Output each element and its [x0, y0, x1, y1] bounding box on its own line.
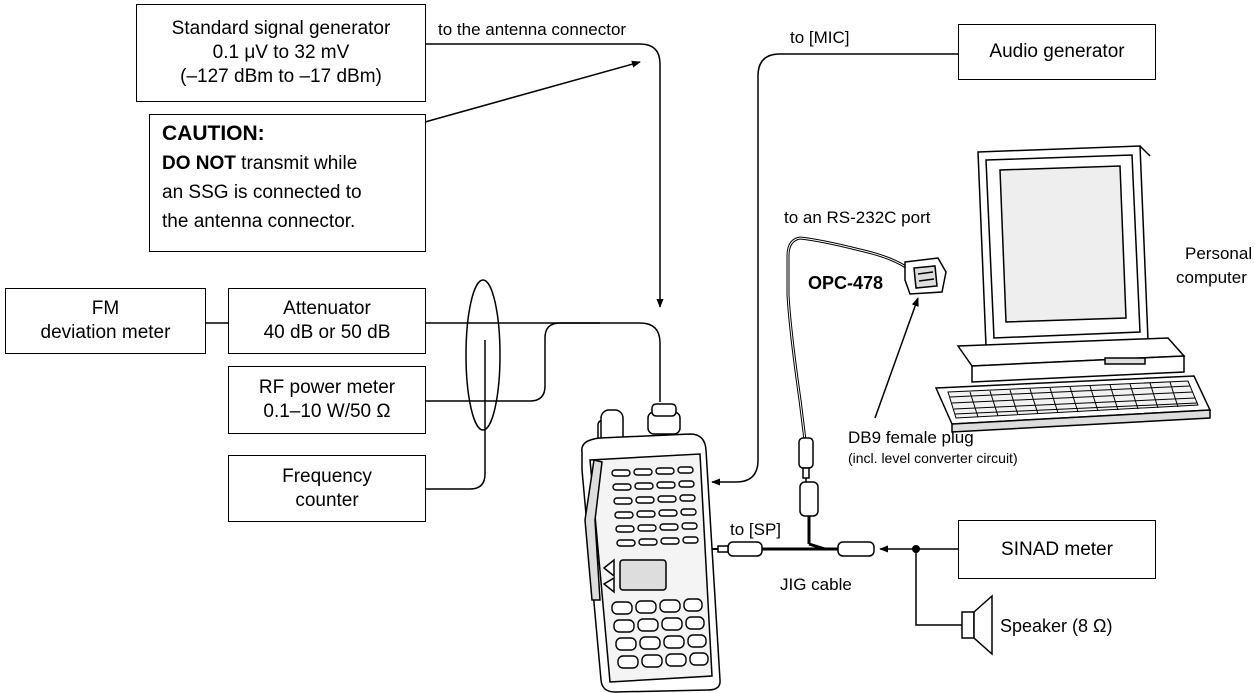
rf-power-line-1: RF power meter [258, 377, 396, 398]
personal-computer-icon [934, 145, 1212, 433]
caution-heading: CAUTION: [162, 122, 265, 145]
personal-computer-label-2: computer [1176, 268, 1247, 287]
radio-transceiver-icon [581, 403, 721, 693]
opc478-label: OPC-478 [808, 273, 884, 293]
rf-power-meter-box: RF power meter 0.1–10 W/50 Ω [228, 366, 426, 434]
to-antenna-label: to the antenna connector [438, 20, 627, 39]
db9-sublabel: (incl. level converter circuit) [848, 450, 1018, 466]
opc478-plug-icon [798, 437, 814, 485]
fm-deviation-meter-box: FM deviation meter [5, 288, 206, 354]
rfpower-to-radio-line [425, 322, 600, 402]
to-sp-label: to [SP] [730, 520, 782, 539]
ssg-range-uv: 0.1 μV to 32 mV [212, 42, 350, 63]
audio-generator-label: Audio generator [989, 41, 1125, 62]
attenuator-to-radio-line [425, 322, 661, 402]
sinad-meter-label: SINAD meter [1001, 538, 1113, 560]
frequency-counter-line-2: counter [295, 489, 359, 511]
ssg-range-dbm: (–127 dBm to –17 dBm) [180, 66, 382, 87]
audiogen-to-mic-line [711, 53, 958, 486]
db9-plug-icon [904, 257, 947, 295]
to-rs232c-label: to an RS-232C port [784, 208, 931, 227]
caution-line-2: an SSG is connected to [162, 182, 362, 203]
attenuator-box: Attenuator 40 dB or 50 dB [228, 288, 426, 354]
frequency-counter-line-1: Frequency [282, 465, 372, 487]
caution-line-3: the antenna connector. [162, 211, 356, 232]
attenuator-line-2: 40 dB or 50 dB [263, 322, 391, 343]
coupling-ellipse [465, 279, 501, 431]
personal-computer-label-1: Personal [1185, 244, 1253, 263]
caution-box: CAUTION: DO NOT transmit while an SSG is… [149, 114, 426, 252]
audio-generator-box: Audio generator [958, 24, 1156, 80]
caution-pointer-line [424, 60, 641, 123]
jig-cable-icon [708, 481, 875, 557]
to-mic-label: to [MIC] [790, 28, 850, 47]
caution-line-1-rest: transmit while [235, 153, 358, 174]
db9-pointer-line [874, 297, 919, 419]
frequency-counter-box: Frequency counter [228, 455, 426, 522]
sinad-meter-box: SINAD meter [958, 520, 1156, 579]
ssg-title: Standard signal generator [171, 18, 391, 39]
fm-deviation-line-2: deviation meter [40, 322, 171, 343]
speaker-label: Speaker (8 Ω) [1000, 616, 1113, 636]
fm-deviation-line-1: FM [91, 298, 120, 319]
caution-do-not: DO NOT [162, 153, 236, 174]
ssg-to-antenna-line [425, 43, 664, 308]
opc478-cable [786, 236, 911, 441]
rf-power-line-2: 0.1–10 W/50 Ω [263, 401, 391, 422]
speaker-icon [961, 594, 993, 656]
standard-signal-generator-box: Standard signal generator 0.1 μV to 32 m… [136, 4, 426, 102]
caution-line-1: DO NOT transmit while [162, 149, 417, 178]
db9-label: DB9 female plug [848, 428, 974, 447]
jig-cable-label: JIG cable [780, 575, 852, 594]
speaker-branch-line [915, 549, 962, 626]
counter-to-radio-line [425, 340, 486, 490]
junction-dot [912, 545, 920, 553]
attenuator-line-1: Attenuator [283, 298, 371, 319]
